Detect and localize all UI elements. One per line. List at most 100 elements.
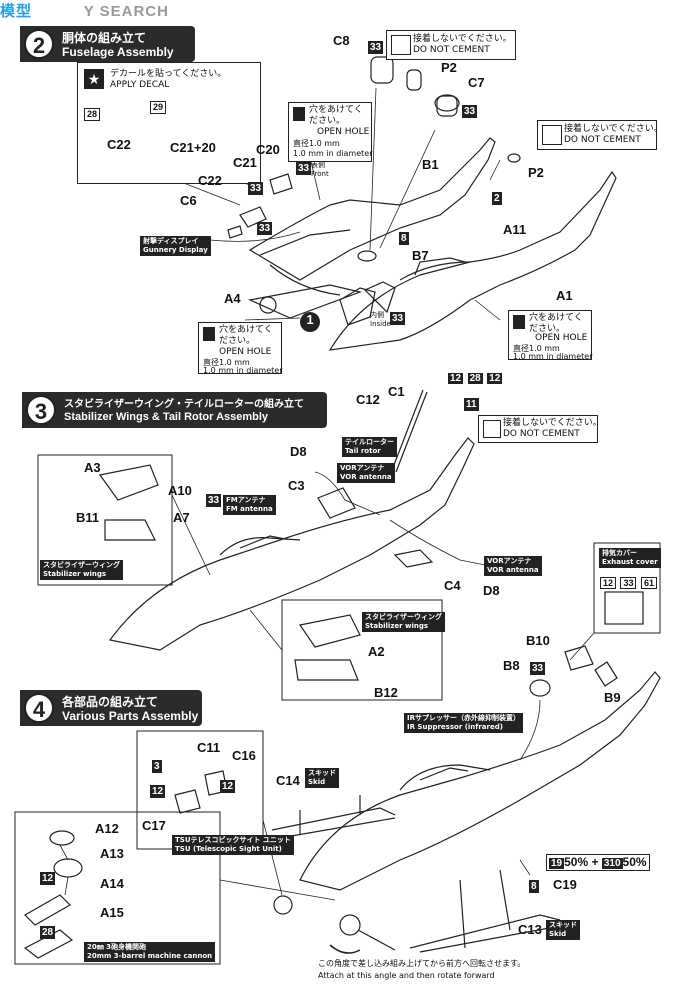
part-label: D8 (290, 444, 307, 459)
step-title-en: Stabilizer Wings & Tail Rotor Assembly (64, 411, 269, 423)
hole-diameter-jp: 直径1.0 mm (293, 139, 340, 148)
paint-code: 33 (257, 222, 273, 235)
hole-text-jp: 穴をあけてください。 (309, 105, 363, 126)
part-label: C19 (553, 877, 577, 892)
part-label: C8 (333, 33, 350, 48)
paint-code: 12 (40, 872, 56, 885)
part-label: C22 (107, 137, 131, 152)
part-label: B10 (526, 633, 550, 648)
paint-code: 33 (206, 494, 222, 507)
part-label: A2 (368, 644, 385, 659)
part-label: A13 (100, 846, 124, 861)
no-cement-jp: 接着しないでください。 (503, 418, 602, 428)
part-label: C12 (356, 392, 380, 407)
part-label: C21+20 (170, 140, 216, 155)
paint-code: 3 (152, 760, 162, 773)
inside-label-en: Inside (370, 320, 391, 328)
open-hole-note: 穴をあけてください。 OPEN HOLE 直径1.0 mm 1.0 mm in … (508, 310, 593, 361)
part-label: C20 (256, 142, 280, 157)
part-label: A15 (100, 905, 124, 920)
step-number: 4 (24, 693, 54, 723)
color-code: 29 (150, 101, 167, 114)
part-label: C3 (288, 478, 305, 493)
ir-suppressor-tag: IRサプレッサー（赤外線抑制装置）IR Suppressor (infrared… (404, 713, 523, 733)
decal-text-en: APPLY DECAL (110, 80, 170, 90)
part-label: B1 (422, 157, 439, 172)
part-label: P2 (528, 165, 544, 180)
part-label: A11 (503, 222, 527, 237)
part-label: C22 (198, 173, 222, 188)
paint-code: 12 (150, 785, 166, 798)
paint-code: 8 (399, 232, 409, 245)
drill-icon (513, 315, 525, 329)
paint-code: 2 (492, 192, 502, 205)
decal-note: ★ デカールを貼ってください。 APPLY DECAL 28 29 (77, 62, 261, 184)
exhaust-cover-colors: 12 33 61 (600, 573, 657, 591)
part-label: A7 (173, 510, 190, 525)
step-title-en: Various Parts Assembly (62, 709, 199, 723)
hole-diameter-en: 1.0 mm in diameter (203, 366, 283, 375)
part-label: C11 (197, 740, 221, 755)
part-label: A10 (168, 483, 192, 498)
step-title-jp: 各部品の組み立て (62, 695, 159, 709)
paint-code: 33 (368, 41, 384, 54)
part-label: B8 (503, 658, 520, 673)
attach-note-en: Attach at this angle and then rotate for… (318, 971, 495, 980)
part-label: D8 (483, 583, 500, 598)
step-title-jp: スタビライザーウイング・テイルローターの組み立て (64, 399, 304, 410)
drill-icon (293, 107, 305, 121)
part-label: C6 (180, 193, 197, 208)
no-cement-jp: 接着しないでください。 (413, 34, 512, 44)
part-label: C14 (276, 773, 300, 788)
hole-diameter-jp: 直径1.0 mm (203, 358, 250, 367)
part-label: C1 (388, 384, 405, 399)
open-hole-note: 穴をあけてください。 OPEN HOLE 直径1.0 mm 1.0 mm in … (198, 322, 283, 375)
part-label: A4 (224, 291, 241, 306)
part-label: C7 (468, 75, 485, 90)
part-label: B9 (604, 690, 621, 705)
paint-code: 33 (390, 312, 406, 325)
hole-text-en: OPEN HOLE (317, 127, 370, 137)
part-label: A12 (95, 821, 119, 836)
hole-text-en: OPEN HOLE (535, 333, 588, 343)
star-decal-icon: ★ (84, 69, 104, 89)
step-number: 2 (24, 29, 54, 59)
no-cement-en: DO NOT CEMENT (564, 135, 641, 145)
part-label: A14 (100, 876, 124, 891)
part-label: C16 (232, 748, 256, 763)
paint-code: 8 (529, 880, 539, 893)
part-label: C13 (518, 922, 542, 937)
step-title-jp: 胴体の組み立て (62, 31, 147, 45)
part-label: A1 (556, 288, 573, 303)
subassembly-marker-1: 1 (300, 312, 320, 332)
step-title-en: Fuselage Assembly (62, 45, 174, 59)
no-cement-icon (483, 420, 501, 438)
no-cement-note: 接着しないでください。 DO NOT CEMENT (478, 415, 602, 443)
tail-rotor-colors: 12 28 12 (448, 373, 503, 384)
no-cement-icon (542, 125, 562, 145)
part-label: B11 (76, 510, 100, 525)
part-label: C17 (142, 818, 166, 833)
paint-code: 12 (220, 780, 236, 793)
paint-code: 33 (462, 105, 478, 118)
part-label: B7 (412, 248, 429, 263)
step-3-header: 3 スタビライザーウイング・テイルローターの組み立て Stabilizer Wi… (22, 392, 327, 428)
drill-icon (203, 327, 215, 341)
no-cement-icon (391, 35, 411, 55)
part-label: A3 (84, 460, 101, 475)
no-cement-en: DO NOT CEMENT (413, 45, 490, 55)
no-cement-en: DO NOT CEMENT (503, 429, 580, 439)
front-label-en: Front (311, 170, 329, 178)
hole-text-en: OPEN HOLE (219, 347, 272, 357)
hole-diameter-en: 1.0 mm in diameter (513, 352, 593, 361)
